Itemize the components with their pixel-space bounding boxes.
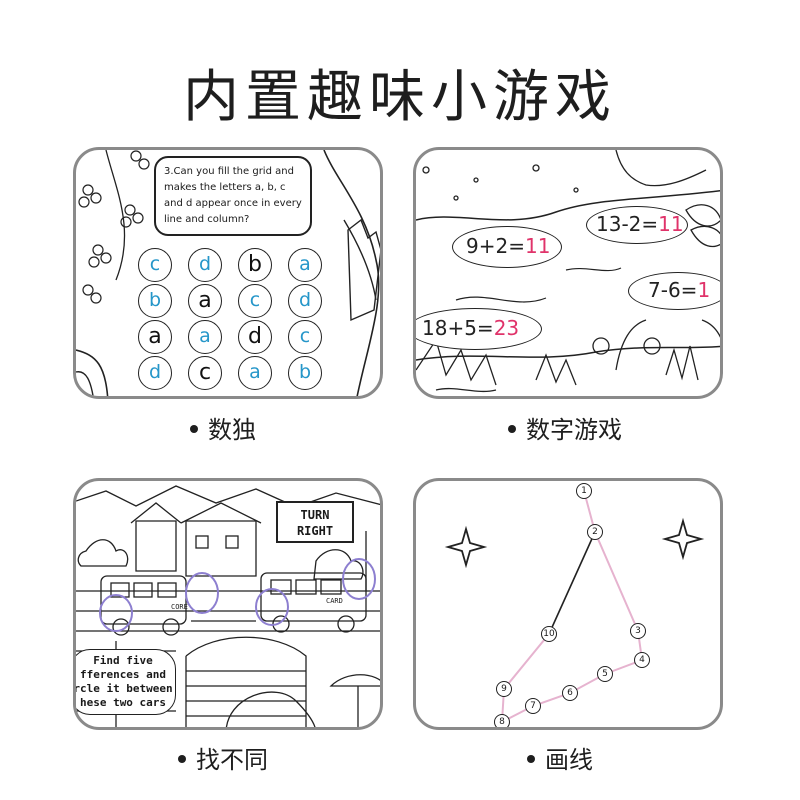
caption-connect-dots: 画线 xyxy=(527,740,593,775)
dot-number: 10 xyxy=(541,626,557,642)
equation-question: 9+2= xyxy=(466,234,525,258)
bullet-icon xyxy=(190,425,198,433)
caption-find-difference-label: 找不同 xyxy=(196,746,268,774)
sudoku-cell: c xyxy=(238,284,272,318)
connect-dots-panel: 1 2 3 4 5 6 7 8 9 10 xyxy=(413,478,723,730)
stone xyxy=(416,308,542,350)
bullet-icon xyxy=(178,755,186,763)
math-game-panel: 9+2=11 13-2=11 7-6=1 18+5=23 xyxy=(413,147,723,399)
equation: 9+2=11 xyxy=(466,234,550,258)
svg-text:CARD: CARD xyxy=(326,597,343,605)
caption-math-game: 数字游戏 xyxy=(508,410,622,445)
instruction-line: fferences and xyxy=(79,668,167,681)
sudoku-cell: b xyxy=(288,356,322,390)
stone xyxy=(628,272,720,310)
sudoku-cell: a xyxy=(138,320,172,354)
find-difference-instruction: Find five fferences and rcle it between … xyxy=(73,649,176,715)
sudoku-cell: a xyxy=(188,284,222,318)
dot-number: 8 xyxy=(494,714,510,727)
sudoku-cell: d xyxy=(138,356,172,390)
sudoku-illustration xyxy=(76,150,380,396)
instruction-line: Find five xyxy=(93,654,153,667)
dot-number: 2 xyxy=(587,524,603,540)
sudoku-cell: c xyxy=(188,356,222,390)
turn-right-sign: TURN RIGHT xyxy=(276,501,354,543)
sudoku-panel: 3.Can you fill the grid and makes the le… xyxy=(73,147,383,399)
sign-line: RIGHT xyxy=(296,524,334,538)
equation-question: 13-2= xyxy=(596,212,659,236)
sudoku-cell: d xyxy=(238,320,272,354)
sudoku-cell: a xyxy=(288,248,322,282)
sudoku-cell: d xyxy=(288,284,322,318)
find-difference-panel: CORE CARD TURN RIGHT Find five fferences… xyxy=(73,478,383,730)
page-title: 内置趣味小游戏 xyxy=(183,65,617,130)
caption-connect-dots-label: 画线 xyxy=(545,746,593,774)
pond-illustration xyxy=(416,150,720,393)
equation-answer: 23 xyxy=(493,316,520,340)
sudoku-cell: d xyxy=(188,248,222,282)
dot-number: 7 xyxy=(525,698,541,714)
sudoku-cell: c xyxy=(288,320,322,354)
dot-number: 3 xyxy=(630,623,646,639)
equation-answer: 1 xyxy=(697,278,711,302)
dot-number: 5 xyxy=(597,666,613,682)
connect-dots-illustration xyxy=(444,490,705,724)
svg-text:CORE: CORE xyxy=(171,603,188,611)
equation-question: 18+5= xyxy=(422,316,494,340)
caption-find-difference: 找不同 xyxy=(178,740,268,775)
bullet-icon xyxy=(527,755,535,763)
equation: 18+5=23 xyxy=(422,316,519,340)
caption-sudoku: 数独 xyxy=(190,410,256,445)
equation-answer: 11 xyxy=(524,234,551,258)
dot-number: 6 xyxy=(562,685,578,701)
stone xyxy=(586,206,688,244)
equation-answer: 11 xyxy=(658,212,684,236)
sudoku-cell: c xyxy=(138,248,172,282)
caption-math-game-label: 数字游戏 xyxy=(526,416,622,444)
sudoku-cell: a xyxy=(238,356,272,390)
dot-number: 9 xyxy=(496,681,512,697)
instruction-line: rcle it between xyxy=(73,682,173,695)
caption-sudoku-label: 数独 xyxy=(208,416,256,444)
instruction-line: hese two cars xyxy=(79,696,167,709)
sudoku-cell: a xyxy=(188,320,222,354)
equation: 13-2=11 xyxy=(596,212,684,236)
bullet-icon xyxy=(508,425,516,433)
sudoku-cell: b xyxy=(138,284,172,318)
sign-line: TURN xyxy=(300,508,330,522)
equation: 7-6=1 xyxy=(648,278,710,302)
instruction-bubble: 3.Can you fill the grid and makes the le… xyxy=(154,156,312,236)
dot-number: 4 xyxy=(634,652,650,668)
stone xyxy=(452,226,562,268)
equation-question: 7-6= xyxy=(648,278,698,302)
sudoku-cell: b xyxy=(238,248,272,282)
dot-number: 1 xyxy=(576,483,592,499)
